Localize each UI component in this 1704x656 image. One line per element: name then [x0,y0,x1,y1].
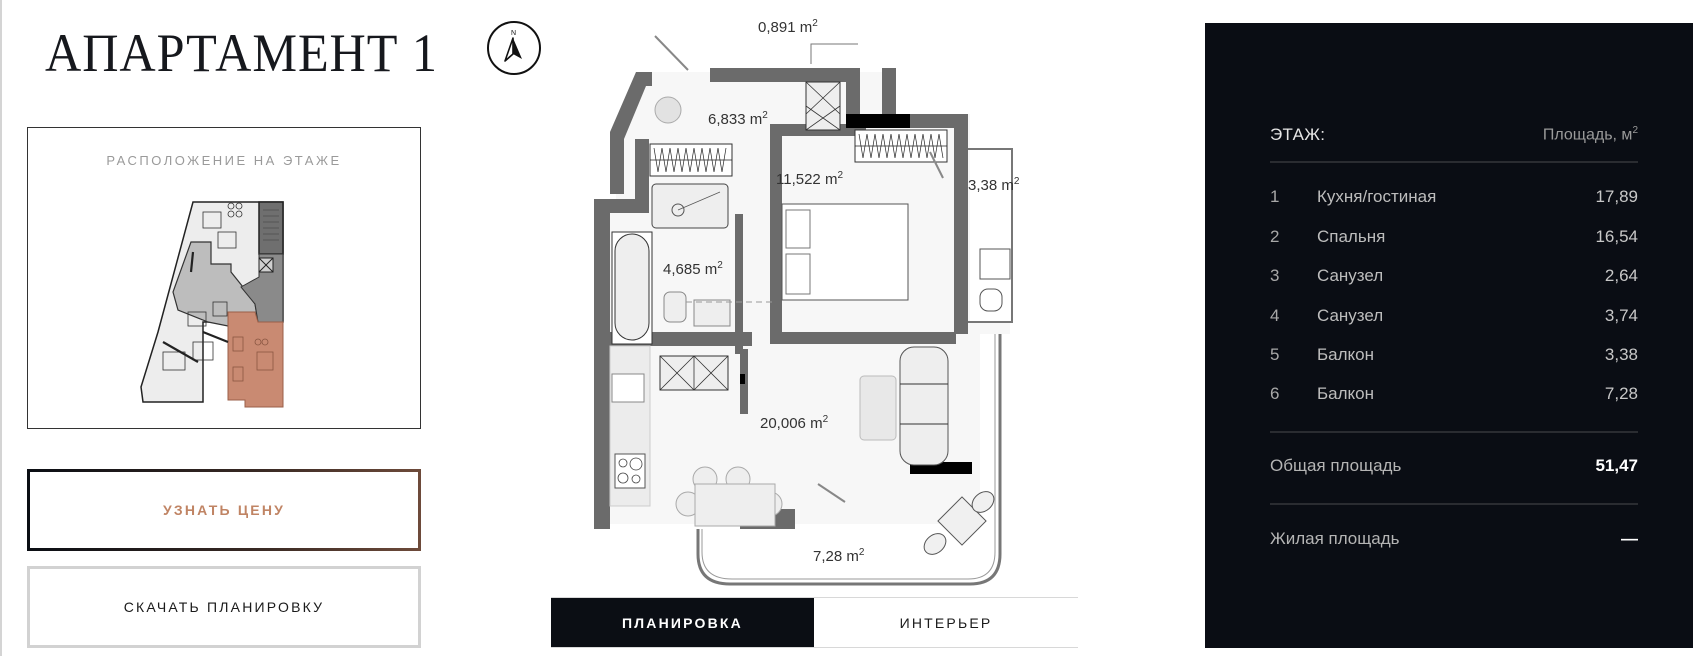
total-area-label: Общая площадь [1270,456,1402,475]
room-area: 3,74 [1604,306,1638,325]
svg-text:7,28 m2: 7,28 m2 [813,547,865,565]
room-area: 17,89 [1595,187,1638,206]
divider [1270,161,1638,163]
view-tabs: ПЛАНИРОВКА ИНТЕРЬЕР [551,597,1078,648]
area-column-header: Площадь, м2 [1542,125,1638,144]
plan-area-label: 6,833 [708,111,746,128]
room-name: Кухня/гостиная [1317,187,1437,206]
area-info-panel: ЭТАЖ: Площадь, м2 1 Кухня/гостиная 17,89… [1205,23,1693,648]
plan-area-label: 0,891 [758,19,796,36]
apartment-floor-plan: 0,891 m2 6,833 m2 11,522 m2 3,38 m2 4,68… [580,14,1050,594]
tab-interior[interactable]: ИНТЕРЬЕР [814,598,1078,647]
floor-label: ЭТАЖ: [1270,125,1326,144]
plan-area-label: 11,522 [776,171,821,188]
svg-text:6,833 m2: 6,833 m2 [708,110,768,128]
svg-text:0,891 m2: 0,891 m2 [758,18,818,36]
floor-location-label: РАСПОЛОЖЕНИЕ НА ЭТАЖЕ [106,153,342,168]
floor-location-map[interactable] [133,192,323,412]
room-row: 3 Санузел 2,64 [1270,266,1638,285]
page-left-border [0,0,2,656]
plan-area-label: 20,006 [760,415,806,432]
divider [1270,431,1638,433]
tab-plan[interactable]: ПЛАНИРОВКА [551,598,814,647]
room-area: 16,54 [1595,227,1638,246]
panel-header: ЭТАЖ: Площадь, м2 [1270,121,1638,149]
room-row: 6 Балкон 7,28 [1270,384,1638,403]
room-name: Санузел [1317,266,1384,285]
svg-text:4,685 m2: 4,685 m2 [663,260,723,278]
total-area-row: Общая площадь 51,47 [1270,454,1638,478]
plan-area-label: 4,685 [663,261,701,278]
plan-area-label: 3,38 [968,177,997,194]
svg-text:20,006 m2: 20,006 m2 [760,414,829,432]
compass-north-icon: N [487,21,541,75]
compass-n-label: N [511,30,516,37]
svg-text:11,522 m2: 11,522 m2 [776,170,843,188]
plan-area-label: 7,28 [813,548,842,565]
room-area: 3,38 [1604,345,1638,364]
living-area-label: Жилая площадь [1270,529,1400,548]
room-name: Балкон [1317,345,1375,364]
room-name: Санузел [1317,306,1384,325]
living-area-value: — [1621,529,1638,548]
living-area-row: Жилая площадь — [1270,527,1638,551]
room-row: 5 Балкон 3,38 [1270,345,1638,364]
svg-text:3,38 m2: 3,38 m2 [968,176,1020,194]
room-name: Балкон [1317,384,1375,403]
page-title: АПАРТАМЕНТ 1 [45,23,438,83]
room-area: 7,28 [1604,384,1638,403]
room-row: 2 Спальня 16,54 [1270,227,1638,246]
room-area: 2,64 [1604,266,1638,285]
floor-location-card: РАСПОЛОЖЕНИЕ НА ЭТАЖЕ [27,127,421,429]
room-row: 1 Кухня/гостиная 17,89 [1270,187,1638,206]
room-row: 4 Санузел 3,74 [1270,306,1638,325]
download-plan-button[interactable]: СКАЧАТЬ ПЛАНИРОВКУ [27,566,421,648]
get-price-button[interactable]: УЗНАТЬ ЦЕНУ [27,469,421,551]
total-area-value: 51,47 [1595,456,1638,475]
divider [1270,503,1638,505]
room-name: Спальня [1317,227,1386,246]
